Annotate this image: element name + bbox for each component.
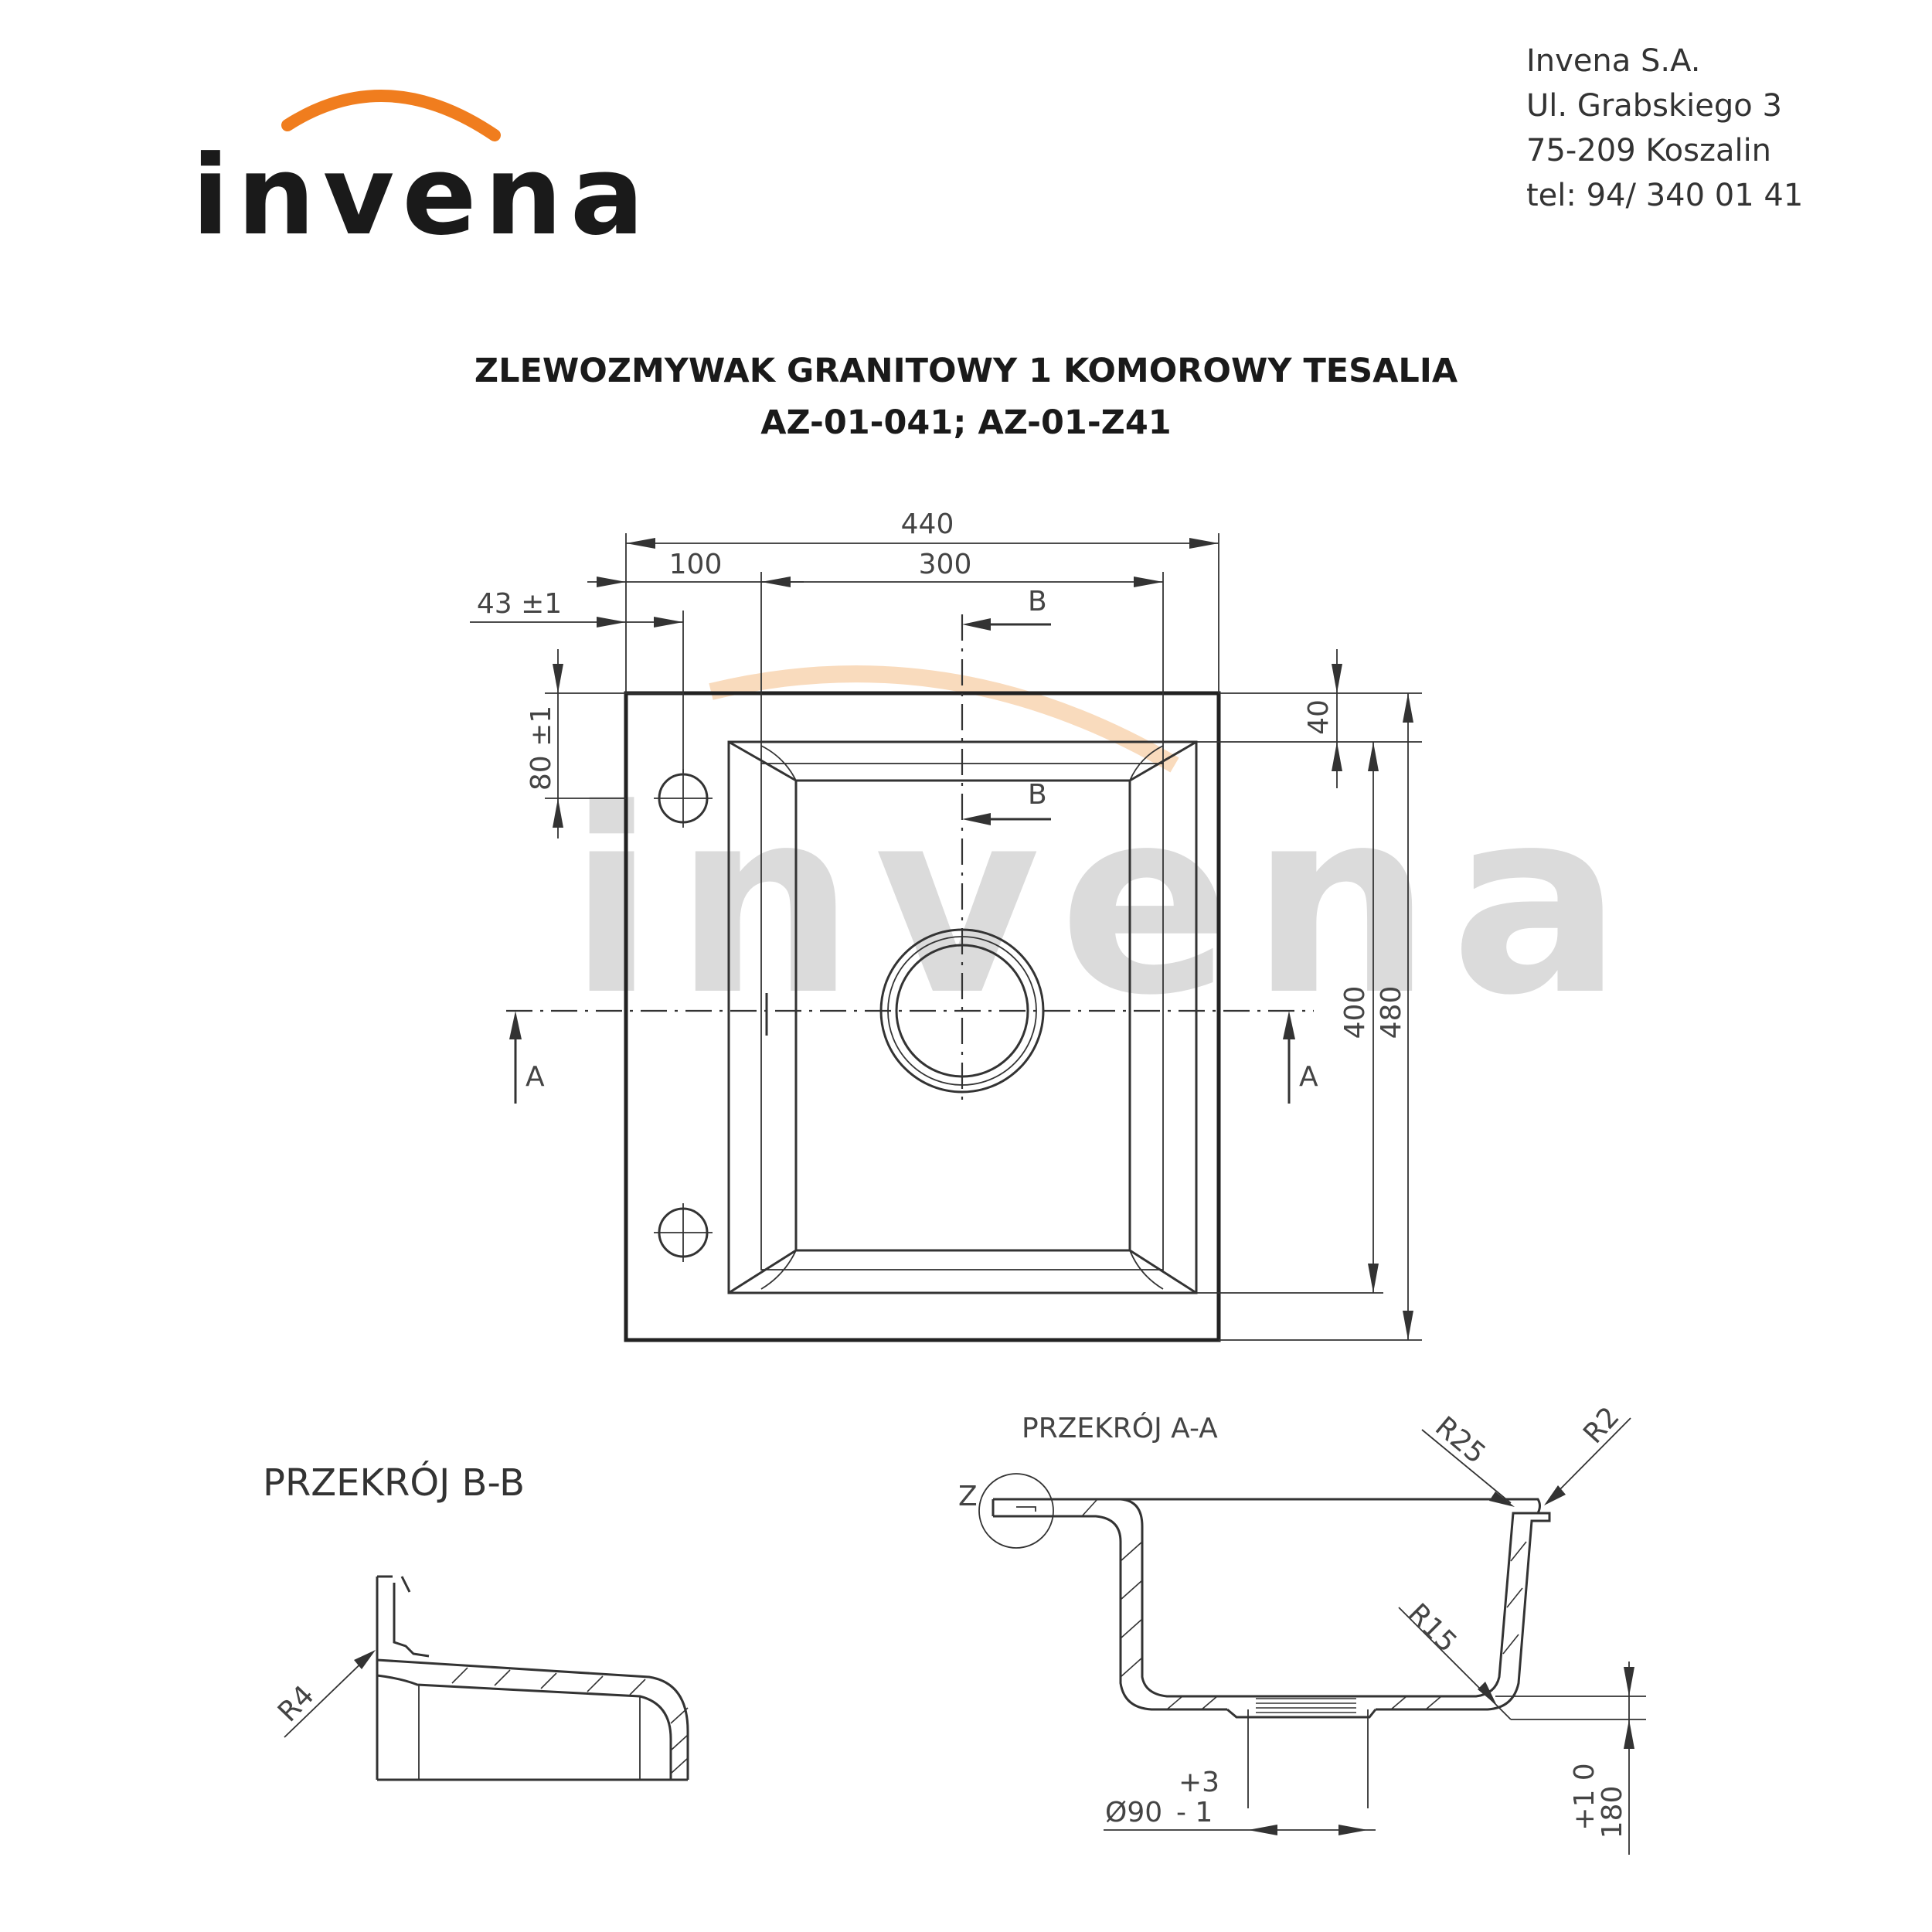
svg-text:100: 100 <box>669 549 723 580</box>
aa-radius-bottom-label: R15 <box>1402 1597 1463 1658</box>
dimension-overall-length: 480 <box>1376 693 1413 1340</box>
bb-hatching <box>451 1667 689 1774</box>
drawing-title: ZLEWOZMYWAK GRANITOWY 1 KOMOROWY TESALIA <box>474 352 1458 390</box>
company-address: Invena S.A. Ul. Grabskiego 3 75-209 Kosz… <box>1526 39 1803 218</box>
svg-text:B: B <box>1028 586 1047 617</box>
watermark-arc-icon <box>709 665 1179 773</box>
section-aa-title: PRZEKRÓJ A-A <box>1022 1412 1218 1444</box>
logo-wordmark: invena <box>192 132 652 260</box>
section-marker-b-top: B <box>962 586 1051 631</box>
bowl-inner <box>794 779 1131 1252</box>
aa-depth-tolerance: +1 0 <box>1569 1763 1600 1830</box>
sink-outline <box>624 691 1221 1342</box>
address-line: Invena S.A. <box>1526 43 1701 79</box>
tap-hole-bottom <box>654 1203 713 1262</box>
section-marker-b-bottom: B <box>962 779 1051 825</box>
dimension-tap-hole-x: 43 ±1 <box>470 588 683 628</box>
svg-text:440: 440 <box>901 509 954 540</box>
svg-text:400: 400 <box>1339 986 1371 1039</box>
aa-drain-thread <box>1256 1698 1356 1713</box>
extension-lines-vertical <box>625 533 1219 773</box>
section-aa: PRZEKRÓJ A-A Z <box>958 1401 1646 1855</box>
aa-detail-circle <box>978 1473 1054 1549</box>
svg-text:B: B <box>1028 779 1047 811</box>
svg-text:43 ±1: 43 ±1 <box>477 588 562 620</box>
company-logo: invena <box>192 90 652 260</box>
dimension-overall-width: 440 <box>626 509 1219 549</box>
aa-hatching <box>1081 1498 1527 1710</box>
address-line: 75-209 Koszalin <box>1526 133 1772 168</box>
dimension-bowl-width: 300 <box>761 549 1163 587</box>
logo-arc-icon <box>281 90 501 141</box>
extension-lines-horizontal <box>545 692 1422 1341</box>
svg-text:480: 480 <box>1376 986 1407 1039</box>
section-bb: PRZEKRÓJ B-B R4 <box>263 1461 689 1781</box>
bb-profile-top <box>376 1658 689 1780</box>
aa-drain-tol-plus: +3 <box>1179 1767 1219 1798</box>
top-view: A A B B <box>470 509 1422 1342</box>
svg-text:300: 300 <box>919 549 972 580</box>
bowl-outer <box>727 740 1198 1294</box>
svg-text:A: A <box>1299 1061 1318 1093</box>
aa-depth-label: 180 <box>1597 1786 1628 1839</box>
dimension-bowl-length: 400 <box>1339 742 1379 1293</box>
svg-text:40: 40 <box>1303 699 1335 735</box>
tap-hole-top <box>654 769 713 828</box>
bb-radius-label: R4 <box>272 1679 321 1728</box>
svg-text:80 ±1: 80 ±1 <box>526 706 557 791</box>
svg-text:A: A <box>526 1061 545 1093</box>
address-line: tel: 94/ 340 01 41 <box>1526 178 1804 213</box>
drawing-subtitle: AZ-01-041; AZ-01-Z41 <box>760 403 1172 442</box>
aa-drain-diameter: Ø90 <box>1105 1797 1162 1828</box>
section-marker-a-right: A <box>1283 1011 1318 1104</box>
address-line: Ul. Grabskiego 3 <box>1526 88 1782 124</box>
watermark-wordmark: invena <box>568 754 1641 1051</box>
dimension-tap-hole-y: 80 ±1 <box>526 649 563 838</box>
watermark: invena <box>568 665 1641 1051</box>
aa-drain-tol-minus: - 1 <box>1176 1797 1213 1828</box>
aa-detail-label: Z <box>958 1481 978 1512</box>
section-bb-title: PRZEKRÓJ B-B <box>263 1461 525 1505</box>
aa-radius-edge-label: R2 <box>1577 1401 1626 1450</box>
dimension-top-margin: 40 <box>1303 649 1342 788</box>
section-marker-a-left: A <box>509 1011 545 1104</box>
bowl-corner-fillets <box>760 745 1164 1290</box>
bb-profile-bottom <box>376 1674 672 1780</box>
